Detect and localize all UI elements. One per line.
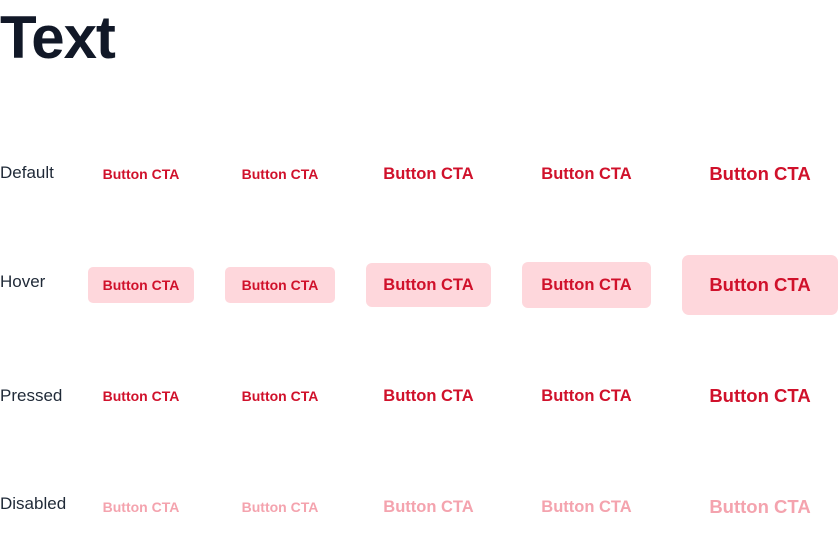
button-cta-disabled-xs: Button CTA xyxy=(88,489,194,525)
button-cta-pressed-md[interactable]: Button CTA xyxy=(366,374,491,418)
button-cta-hover-sm[interactable]: Button CTA xyxy=(225,267,335,303)
button-cta-pressed-lg[interactable]: Button CTA xyxy=(522,374,651,418)
row-label-default: Default xyxy=(0,163,54,182)
button-cta-disabled-sm: Button CTA xyxy=(225,489,335,525)
button-cta-pressed-xl[interactable]: Button CTA xyxy=(682,367,838,425)
button-cta-default-lg[interactable]: Button CTA xyxy=(522,152,651,196)
button-cta-pressed-xs[interactable]: Button CTA xyxy=(88,378,194,414)
button-cta-pressed-sm[interactable]: Button CTA xyxy=(225,378,335,414)
button-cta-hover-xl[interactable]: Button CTA xyxy=(682,255,838,315)
button-cta-disabled-xl: Button CTA xyxy=(682,478,838,536)
button-cta-default-md[interactable]: Button CTA xyxy=(366,152,491,196)
page-title: Text xyxy=(0,4,116,71)
button-cta-default-xl[interactable]: Button CTA xyxy=(682,145,838,203)
row-label-hover: Hover xyxy=(0,272,46,291)
button-cta-disabled-lg: Button CTA xyxy=(522,485,651,529)
button-cta-hover-md[interactable]: Button CTA xyxy=(366,263,491,307)
button-cta-default-sm[interactable]: Button CTA xyxy=(225,156,335,192)
row-label-disabled: Disabled xyxy=(0,494,67,513)
button-cta-hover-lg[interactable]: Button CTA xyxy=(522,262,651,308)
button-cta-default-xs[interactable]: Button CTA xyxy=(88,156,194,192)
button-cta-hover-xs[interactable]: Button CTA xyxy=(88,267,194,303)
button-cta-disabled-md: Button CTA xyxy=(366,485,491,529)
row-label-pressed: Pressed xyxy=(0,386,63,405)
